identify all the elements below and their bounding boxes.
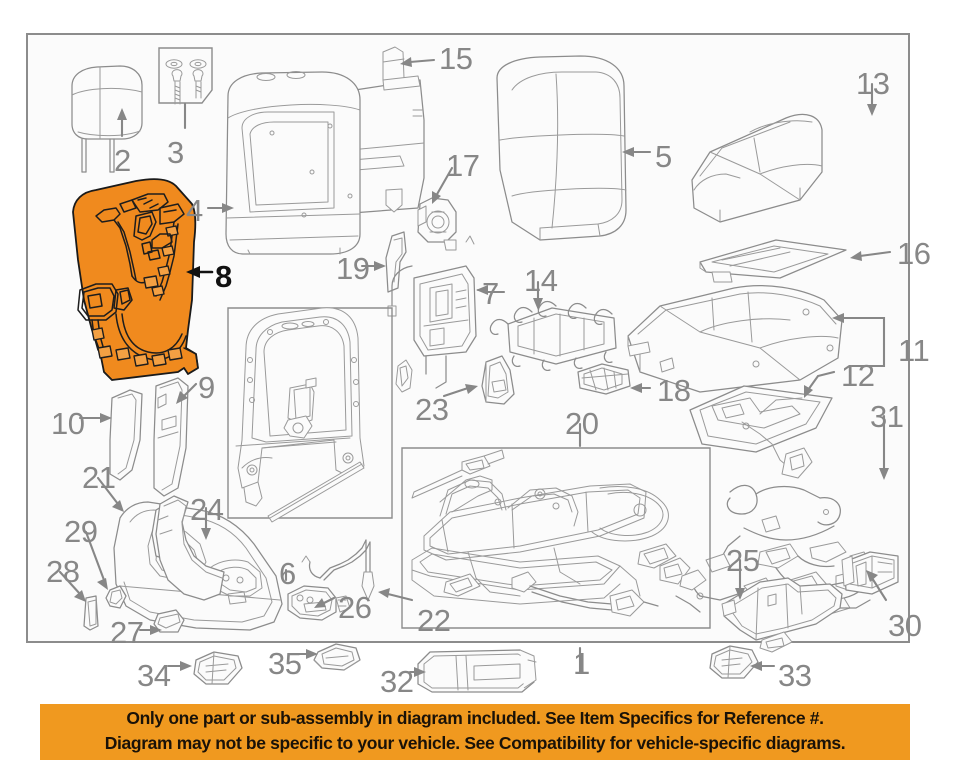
callout-label-4: 4 [186, 193, 203, 228]
callout-label-18: 18 [657, 373, 691, 408]
callout-label-11: 11 [898, 333, 930, 368]
callout-label-28: 28 [46, 554, 80, 589]
part-32-front-trim-cover [417, 649, 537, 693]
callout-label-9: 9 [198, 370, 215, 405]
callout-label-1: 1 [573, 646, 590, 681]
callout-label-26: 26 [338, 590, 372, 625]
callout-label-20: 20 [565, 406, 599, 441]
callout-label-33: 33 [778, 658, 812, 693]
disclaimer-line-1: Only one part or sub-assembly in diagram… [126, 708, 824, 728]
callout-label-5: 5 [655, 139, 672, 174]
callout-label-23: 23 [415, 392, 449, 427]
callout-label-16: 16 [897, 236, 931, 271]
callout-label-13: 13 [856, 66, 890, 101]
callout-label-15: 15 [439, 41, 473, 76]
callout-label-10: 10 [51, 406, 85, 441]
callout-label-14: 14 [524, 263, 558, 298]
callout-label-31: 31 [870, 399, 904, 434]
callout-label-8: 8 [215, 259, 232, 294]
callout-label-32: 32 [380, 664, 414, 699]
part-34-track-end-cap-left [193, 651, 243, 685]
callout-label-27: 27 [110, 615, 144, 650]
callout-label-21: 21 [82, 460, 116, 495]
callout-label-34: 34 [137, 658, 171, 693]
disclaimer-line-2: Diagram may not be specific to your vehi… [104, 733, 846, 753]
callout-label-12: 12 [841, 358, 875, 393]
callout-label-17: 17 [446, 148, 480, 183]
callout-label-25: 25 [726, 543, 760, 578]
callout-label-35: 35 [268, 646, 302, 681]
callout-label-7: 7 [482, 276, 499, 311]
callout-label-29: 29 [64, 514, 98, 549]
callout-label-30: 30 [888, 608, 922, 643]
callout-label-6: 6 [279, 556, 296, 591]
callout-label-2: 2 [114, 143, 131, 178]
disclaimer-banner: Only one part or sub-assembly in diagram… [40, 704, 910, 760]
callout-label-3: 3 [167, 135, 184, 170]
diagram-frame [26, 33, 910, 643]
part-33-track-end-cap-right [709, 645, 759, 679]
callout-label-19: 19 [336, 251, 370, 286]
part-35-rail-clip [313, 643, 361, 671]
callout-label-22: 22 [417, 603, 451, 638]
callout-label-24: 24 [190, 492, 224, 527]
